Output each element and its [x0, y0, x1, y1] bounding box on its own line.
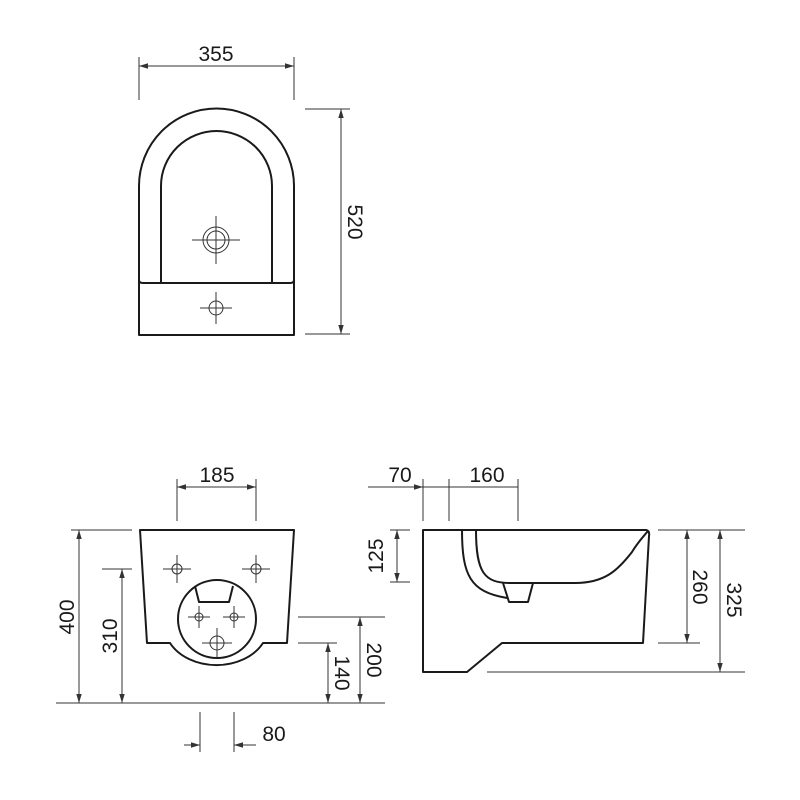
dimension-140: 140	[298, 642, 353, 703]
dimension-185: 185	[176, 464, 257, 521]
dimension-200: 200	[298, 616, 385, 703]
outlet-width-label: 80	[262, 723, 285, 746]
inlet-hole-icon	[223, 606, 245, 628]
outlet-height-label: 140	[330, 655, 353, 690]
drain-distance-label: 160	[469, 464, 504, 487]
drain-spout	[502, 582, 534, 603]
height-label: 400	[56, 599, 79, 634]
dimension-310: 310	[99, 568, 132, 703]
top-view: 355 520	[138, 43, 366, 336]
body-height-label: 260	[688, 569, 711, 604]
dimension-260: 260	[658, 529, 745, 644]
side-view-outline	[422, 529, 651, 673]
inlet-hole-icon	[188, 606, 210, 628]
dimension-70-160: 70 160	[368, 464, 519, 521]
bowl-depth-label: 125	[365, 538, 388, 573]
top-view-bowl-rim	[160, 130, 273, 282]
dimension-125: 125	[365, 529, 410, 583]
inlet-height-label: 200	[362, 642, 385, 677]
dimension-355: 355	[138, 43, 295, 100]
tap-hole-icon	[200, 292, 232, 324]
dimension-80: 80	[184, 712, 286, 752]
front-view: 185 400 310 200 140 80	[56, 464, 385, 752]
dimension-520: 520	[305, 108, 366, 335]
bowl-outer-curve	[461, 529, 508, 599]
top-view-outline	[138, 107, 295, 336]
drain-icon	[192, 216, 240, 264]
bowl-inner-curve	[475, 529, 649, 584]
outlet-notch	[194, 585, 234, 603]
offset-label: 70	[388, 464, 411, 487]
side-view: 70 160 125 260 325	[365, 464, 745, 673]
outlet-hole-icon	[202, 628, 232, 658]
fixing-height-label: 310	[99, 618, 122, 653]
fixing-spacing-label: 185	[199, 464, 234, 487]
depth-label: 520	[343, 204, 366, 239]
dimension-400: 400	[56, 529, 132, 703]
fixing-hole-icon	[163, 555, 191, 583]
fixing-hole-icon	[242, 555, 270, 583]
total-height-label: 325	[722, 582, 745, 617]
dimension-325: 325	[717, 530, 745, 672]
top-view-back-edge	[138, 279, 295, 284]
width-label: 355	[198, 43, 233, 66]
front-view-outline	[139, 529, 295, 667]
